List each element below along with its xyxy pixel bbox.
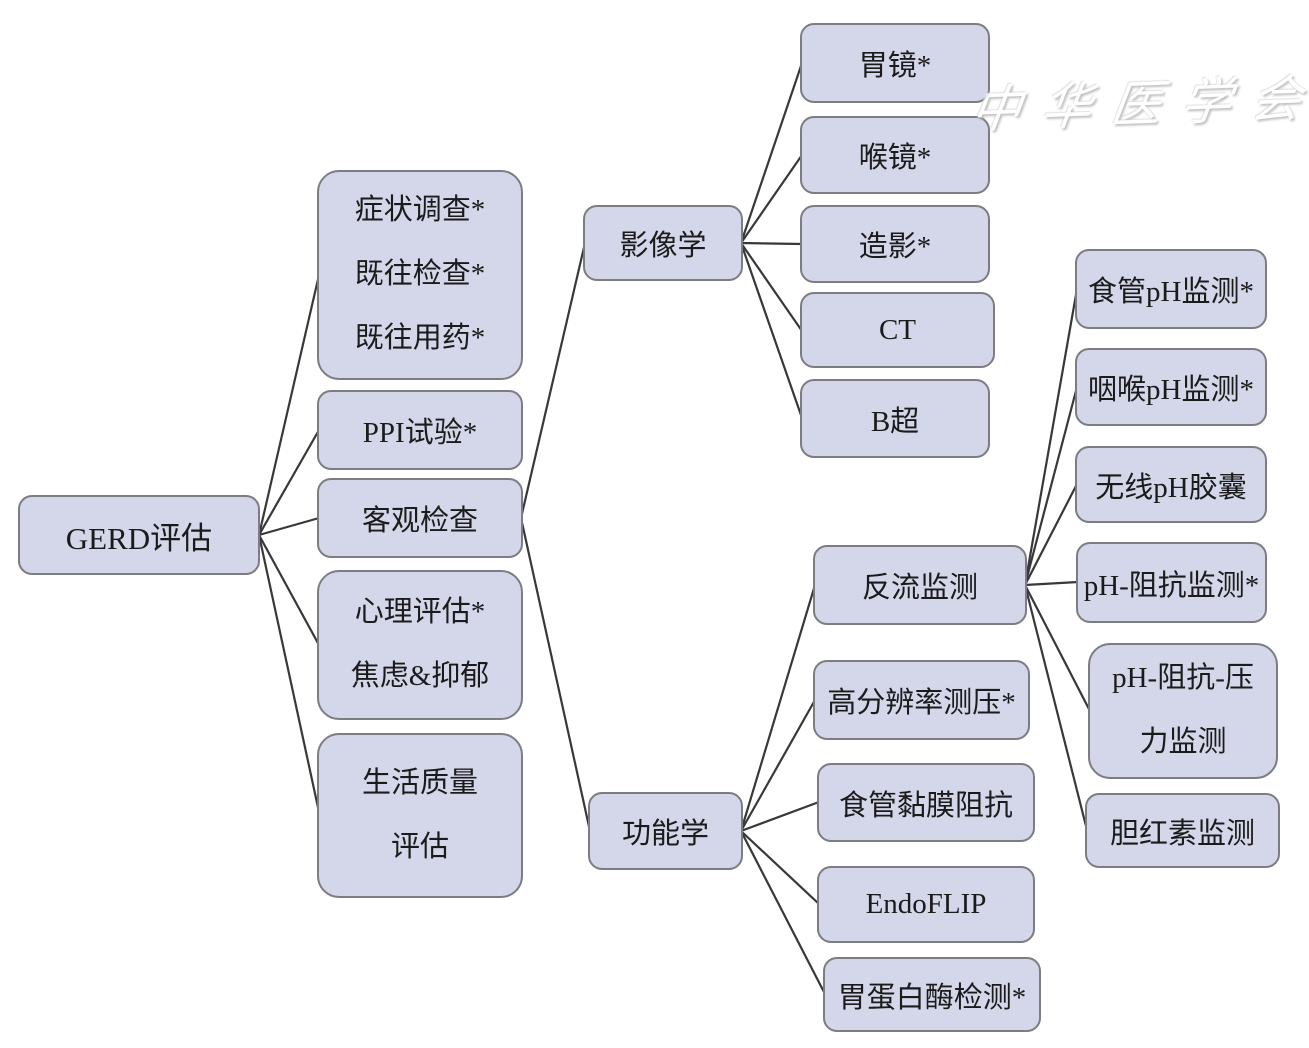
node-endoflip: EndoFLIP bbox=[817, 866, 1035, 943]
node-label: 生活质量 bbox=[361, 766, 478, 799]
node-quality-of-life: 生活质量 评估 bbox=[317, 733, 523, 898]
node-mucosal-impedance: 食管黏膜阻抗 bbox=[817, 763, 1035, 842]
node-ph-impedance: pH-阻抗监测* bbox=[1076, 542, 1267, 623]
node-label: 胃蛋白酶检测* bbox=[837, 981, 1027, 1014]
connector-line bbox=[739, 583, 817, 833]
node-label: 心理评估* bbox=[354, 596, 486, 629]
connector-line bbox=[739, 241, 804, 420]
connector-line bbox=[739, 61, 804, 245]
node-ct: CT bbox=[800, 292, 995, 368]
node-label: 胆红素监测 bbox=[1109, 817, 1255, 850]
node-b-ultrasound: B超 bbox=[800, 379, 990, 458]
connector-line bbox=[1023, 583, 1092, 713]
node-pepsin-test: 胃蛋白酶检测* bbox=[823, 957, 1041, 1032]
connector-line bbox=[519, 516, 592, 833]
connector-line bbox=[739, 698, 817, 833]
node-label: 高分辨率测压* bbox=[827, 687, 1016, 719]
node-imaging: 影像学 bbox=[583, 205, 743, 281]
connector-line bbox=[739, 800, 821, 833]
node-esophageal-ph: 食管pH监测* bbox=[1075, 249, 1267, 329]
node-label: pH-阻抗-压 bbox=[1112, 662, 1254, 695]
node-bilirubin-monitoring: 胆红素监测 bbox=[1085, 793, 1280, 868]
node-label: EndoFLIP bbox=[865, 888, 987, 920]
node-psych-eval: 心理评估* 焦虑&抑郁 bbox=[317, 570, 523, 720]
connector-line bbox=[1023, 583, 1089, 832]
node-wireless-ph-capsule: 无线pH胶囊 bbox=[1075, 446, 1267, 523]
connector-line bbox=[257, 533, 321, 814]
node-label: 影像学 bbox=[619, 230, 707, 262]
node-laryngoscopy: 喉镜* bbox=[800, 116, 990, 194]
node-objective-exam: 客观检查 bbox=[317, 478, 523, 558]
connector-line bbox=[1023, 482, 1079, 587]
node-label: 食管黏膜阻抗 bbox=[838, 789, 1013, 822]
connector-line bbox=[739, 829, 821, 906]
node-label: 造影* bbox=[858, 231, 932, 263]
connector-line bbox=[257, 533, 321, 647]
node-gastroscopy: 胃镜* bbox=[800, 23, 990, 103]
node-contrast-imaging: 造影* bbox=[800, 205, 990, 283]
node-label: 功能学 bbox=[621, 818, 709, 850]
node-label: 焦虑&抑郁 bbox=[350, 660, 490, 692]
node-label: 反流监测 bbox=[861, 572, 978, 604]
node-label: 症状调查* bbox=[354, 194, 486, 227]
node-label: 力监测 bbox=[1139, 726, 1227, 758]
node-label: PPI试验* bbox=[362, 417, 478, 449]
connector-line bbox=[739, 241, 804, 246]
connector-line bbox=[1023, 287, 1079, 587]
node-reflux-monitoring: 反流监测 bbox=[813, 545, 1027, 625]
connector-line bbox=[257, 428, 321, 537]
connector-line bbox=[739, 829, 827, 996]
node-label: 评估 bbox=[390, 830, 449, 863]
connector-line bbox=[739, 153, 804, 245]
node-ppi-trial: PPI试验* bbox=[317, 390, 523, 470]
node-label: GERD评估 bbox=[65, 520, 213, 556]
node-ph-impedance-pressure: pH-阻抗-压 力监测 bbox=[1088, 643, 1278, 779]
node-label: 喉镜* bbox=[858, 142, 932, 174]
node-label: 既往用药* bbox=[354, 321, 486, 354]
node-label: 胃镜* bbox=[858, 50, 932, 82]
node-label: 客观检查 bbox=[361, 505, 478, 537]
connector-line bbox=[257, 516, 321, 537]
node-label: CT bbox=[878, 313, 917, 346]
node-label: 无线pH胶囊 bbox=[1095, 471, 1247, 504]
connector-line bbox=[739, 241, 804, 333]
node-symptom-history: 症状调查* 既往检查* 既往用药* bbox=[317, 170, 523, 380]
node-label: B超 bbox=[870, 405, 920, 438]
node-functional: 功能学 bbox=[588, 792, 743, 870]
node-label: pH-阻抗监测* bbox=[1083, 569, 1260, 602]
node-label: 咽喉pH监测* bbox=[1088, 374, 1254, 406]
node-gerd-assessment: GERD评估 bbox=[18, 495, 260, 575]
connector-line bbox=[1023, 385, 1079, 587]
node-pharyngeal-ph: 咽喉pH监测* bbox=[1075, 348, 1267, 426]
node-label: 食管pH监测* bbox=[1088, 276, 1254, 308]
connector-line bbox=[1023, 580, 1080, 587]
connector-line bbox=[519, 241, 587, 520]
node-high-res-manometry: 高分辨率测压* bbox=[813, 660, 1030, 740]
connector-line bbox=[257, 273, 321, 537]
node-label: 既往检查* bbox=[354, 258, 486, 291]
